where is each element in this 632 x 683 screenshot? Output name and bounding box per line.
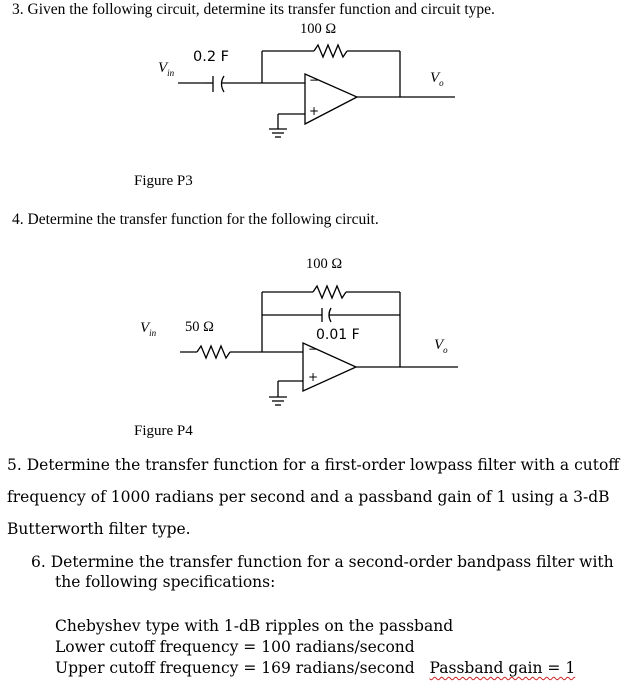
- problem-5-line-3: Butterworth filter type.: [7, 520, 191, 538]
- p3-capacitor-plate-right: [220, 75, 225, 93]
- p3-vin-label: Vin: [158, 60, 175, 78]
- p3-opamp-minus: −: [309, 73, 320, 87]
- figure-p4-caption: Figure P4: [134, 423, 193, 439]
- problem-6-spec-1: Chebyshev type with 1-dB ripples on the …: [55, 617, 454, 635]
- problem-5-line-1: 5. Determine the transfer function for a…: [7, 456, 620, 474]
- p4-feedback-resistor: [312, 284, 347, 300]
- p4-feedback-resistor-label: 100 Ω: [306, 256, 343, 272]
- problem-6-spec-3: Upper cutoff frequency = 169 radians/sec…: [55, 659, 576, 677]
- problem-6-passband-gain: Passband gain = 1: [429, 659, 576, 677]
- p3-vout-label: Vo: [430, 70, 444, 88]
- p4-input-resistor-label: 50 Ω: [185, 319, 214, 335]
- p3-capacitor-label: 0.2 F: [193, 49, 230, 65]
- p4-input-resistor: [196, 344, 231, 360]
- p4-opamp-minus: −: [308, 342, 319, 356]
- problem-6-spec-2: Lower cutoff frequency = 100 radians/sec…: [55, 638, 415, 656]
- problem-3-text: 3. Given the following circuit, determin…: [12, 1, 495, 18]
- p4-capacitor-label: 0.01 F: [316, 327, 360, 343]
- p4-opamp-plus: +: [308, 370, 319, 384]
- problem-6-line-2: the following specifications:: [55, 573, 276, 591]
- problem-5-line-2: frequency of 1000 radians per second and…: [7, 488, 610, 506]
- figure-p3-caption: Figure P3: [134, 173, 193, 189]
- p3-opamp: [304, 73, 359, 126]
- problem-4-text: 4. Determine the transfer function for t…: [12, 211, 379, 228]
- p4-opamp: [302, 341, 358, 393]
- p3-opamp-plus: +: [309, 104, 320, 118]
- problem-6-line-1: 6. Determine the transfer function for a…: [31, 553, 614, 571]
- p4-vin-label: Vin: [140, 320, 157, 338]
- p4-vout-label: Vo: [434, 337, 448, 355]
- p3-resistor-label: 100 Ω: [300, 21, 337, 37]
- p3-resistor: [313, 43, 348, 59]
